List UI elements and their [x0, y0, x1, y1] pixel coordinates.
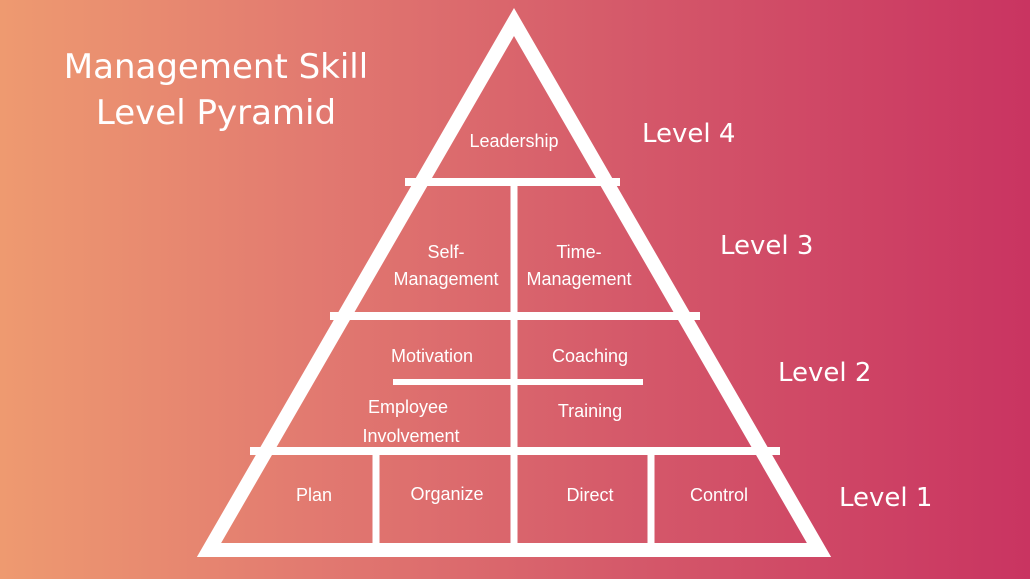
skill-plan: Plan [296, 485, 332, 505]
skill-motivation: Motivation [391, 346, 473, 366]
skill-control: Control [690, 485, 748, 505]
title-line-1: Management Skill [63, 47, 369, 87]
level-4-label: Level 4 [642, 119, 735, 149]
skill-time-management-line-1: Time- [556, 242, 601, 262]
skill-coaching: Coaching [552, 346, 628, 366]
skill-direct: Direct [566, 485, 613, 505]
skill-training: Training [558, 401, 622, 421]
level-3-label: Level 3 [720, 231, 813, 261]
skill-employee-involvement-line-1: Employee [368, 397, 448, 417]
skill-time-management-line-2: Management [526, 269, 631, 289]
skill-leadership: Leadership [469, 131, 558, 151]
pyramid-outline [196, 8, 832, 557]
skill-organize: Organize [410, 484, 483, 504]
skill-self-management-line-1: Self- [427, 242, 464, 262]
skill-self-management-line-2: Management [393, 269, 498, 289]
title-line-2: Level Pyramid [95, 93, 337, 133]
skill-employee-involvement-line-2: Involvement [362, 426, 459, 446]
level-2-label: Level 2 [778, 358, 871, 388]
diagram-title: Management Skill Level Pyramid [46, 44, 386, 136]
level-1-label: Level 1 [839, 483, 932, 513]
